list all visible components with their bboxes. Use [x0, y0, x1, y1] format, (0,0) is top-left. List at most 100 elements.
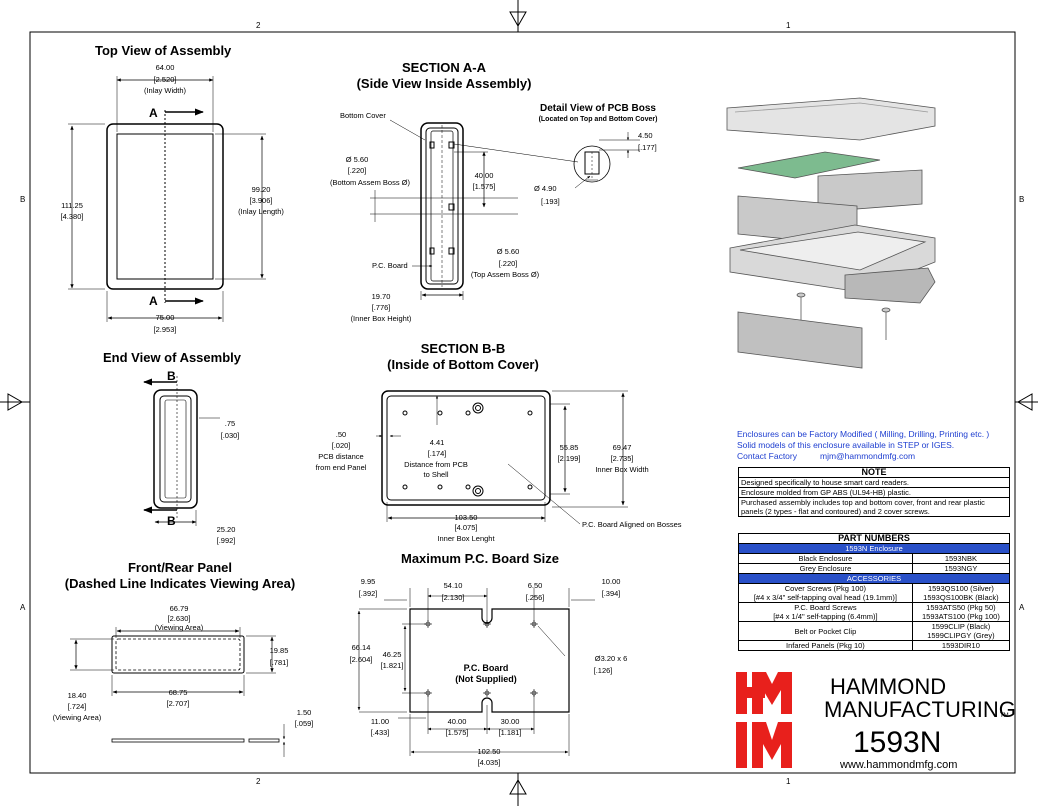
- section-bb-subtitle: (Inside of Bottom Cover): [387, 357, 539, 372]
- section-marker-a-bottom: A: [149, 294, 158, 308]
- bb-length-mm: 103.50: [455, 513, 478, 522]
- pcb-dist-3: PCB distance: [318, 452, 363, 461]
- pcb-e-mm: 66.14: [352, 643, 371, 652]
- pcb-j-in: [4.035]: [478, 758, 501, 767]
- max-pcb-title: Maximum P.C. Board Size: [401, 551, 559, 566]
- top-cover-part: [726, 97, 936, 141]
- dist-shell-note2: to Shell: [423, 470, 448, 479]
- part-desc: Grey Enclosure: [738, 563, 913, 574]
- pcb-dist-4: from end Panel: [316, 463, 367, 472]
- col-label-2: 2: [256, 21, 261, 30]
- center-mark-bottom: [509, 778, 527, 795]
- center-mark-right: [1016, 393, 1033, 411]
- col-label-2-bottom: 2: [256, 777, 261, 786]
- top-view-title: Top View of Assembly: [95, 43, 232, 58]
- end-panel-part: [737, 311, 863, 369]
- end-view-title: End View of Assembly: [103, 350, 242, 365]
- bottom-boss-note: (Bottom Assem Boss Ø): [330, 178, 411, 187]
- dist-shell-mm: 4.41: [430, 438, 445, 447]
- pcb-aligned-note: P.C. Board Aligned on Bosses: [582, 520, 682, 529]
- front-rear-drawing: [70, 627, 286, 757]
- bottom-boss-mm: Ø 5.60: [346, 155, 369, 164]
- section-marker-b-bottom: B: [167, 514, 176, 528]
- website-link[interactable]: www.hammondmfg.com: [839, 759, 957, 771]
- detail-d1-in: [.177]: [638, 143, 657, 152]
- pcb-g-in: [.433]: [371, 728, 390, 737]
- pcb-d-mm: 10.00: [602, 577, 621, 586]
- bb-length-note: Inner Box Lenght: [437, 534, 495, 543]
- pcb-a-mm: 9.95: [361, 577, 376, 586]
- row-label-a-right: A: [1019, 603, 1025, 612]
- pcb-board-label: P.C. Board: [372, 261, 408, 270]
- sheet-border: [29, 31, 1016, 774]
- contoured-panel-part: [844, 267, 936, 304]
- row-label-a: A: [20, 603, 26, 612]
- col-label-1-bottom: 1: [786, 777, 791, 786]
- front-rear-title: Front/Rear Panel: [128, 560, 232, 575]
- pcb-h-mm: 40.00: [448, 717, 467, 726]
- pcb-g-mm: 11.00: [371, 717, 389, 726]
- inner-height-mm: 19.70: [372, 292, 391, 301]
- brand-name-2: MANUFACTURING: [824, 697, 1016, 722]
- center-mark-top: [509, 11, 527, 28]
- brand-tm: TM: [1000, 713, 1009, 719]
- pcb-holes-in: [.126]: [594, 666, 613, 675]
- pcb-dist-2: [.020]: [332, 441, 351, 450]
- end-thick-mm: .75: [225, 419, 235, 428]
- panel-w-mm: 68.75: [169, 688, 188, 697]
- top-width-in: [2.520]: [154, 75, 177, 84]
- note-row: Enclosure molded from GP ABS (UL94-HB) p…: [738, 487, 1010, 498]
- end-width-mm: 25.20: [217, 525, 236, 534]
- info-line3a: Contact Factory: [737, 451, 798, 461]
- pcb-i-mm: 30.00: [501, 717, 520, 726]
- top-height-mm: 111.25: [61, 201, 83, 210]
- part-number: 1599CLIP (Black): [931, 622, 991, 631]
- section-aa-title: SECTION A-A: [402, 60, 487, 75]
- part-number: 1593QS100 (Silver): [927, 584, 994, 593]
- model-number: 1593N: [853, 726, 941, 759]
- end-view-drawing: [143, 376, 220, 526]
- bottom-boss-in: [.220]: [348, 166, 367, 175]
- part-number: 1593NGY: [911, 563, 1011, 574]
- note-row: Purchased assembly includes top and bott…: [738, 497, 1010, 517]
- view-width-note: (Viewing Area): [155, 623, 204, 632]
- detail-d2-mm: Ø 4.90: [534, 184, 557, 193]
- inlay-length-note: (Inlay Length): [238, 207, 284, 216]
- box-width-mm: 75.00: [156, 313, 175, 322]
- parts-title: PART NUMBERS: [738, 533, 1010, 544]
- exploded-assembly-illustration: [726, 97, 936, 369]
- pcb-b-in: [2.130]: [442, 593, 465, 602]
- part-number: 1593QS100BK (Black): [923, 593, 999, 602]
- pcb-f-mm: 46.25: [383, 650, 402, 659]
- section-bb-drawing: [376, 390, 628, 525]
- info-line2: Solid models of this enclosure available…: [737, 440, 954, 450]
- panel-h-in: [.781]: [270, 658, 289, 667]
- inner-height-in: [.776]: [372, 303, 391, 312]
- panel-h-mm: 19.85: [270, 646, 289, 655]
- section-marker-b-top: B: [167, 369, 176, 383]
- parts-group-accessories: ACCESSORIES: [738, 573, 1010, 584]
- dist-shell-in: [.174]: [428, 449, 447, 458]
- pcb-part: [737, 151, 881, 179]
- inlay-length-in: [3.906]: [250, 196, 273, 205]
- detail-d2-in: [.193]: [541, 197, 560, 206]
- inner-height-note: (Inner Box Height): [351, 314, 412, 323]
- view-width-in: [2.630]: [168, 614, 191, 623]
- pcb-holes: Ø3.20 x 6: [595, 654, 628, 663]
- end-width-in: [.992]: [217, 536, 236, 545]
- section-marker-a-top: A: [149, 106, 158, 120]
- pcb-e-in: [2.604]: [350, 655, 373, 664]
- contact-email-link[interactable]: mjm@hammondmfg.com: [820, 451, 915, 461]
- top-width-note: (Inlay Width): [144, 86, 187, 95]
- center-mark-left: [7, 393, 24, 411]
- pcb-label: P.C. Board: [464, 663, 509, 673]
- pcb-a-in: [.392]: [359, 589, 378, 598]
- info-line1: Enclosures can be Factory Modified ( Mil…: [737, 429, 989, 439]
- top-boss-mm: Ø 5.60: [497, 247, 520, 256]
- top-width-mm: 64.00: [156, 63, 175, 72]
- panel-t-mm: 1.50: [297, 708, 312, 717]
- part-desc: Belt or Pocket Clip: [738, 621, 913, 641]
- part-desc-sub: [#4 x 1/4" self-tapping (6.4mm)]: [773, 612, 878, 621]
- view-h-mm: 18.40: [68, 691, 87, 700]
